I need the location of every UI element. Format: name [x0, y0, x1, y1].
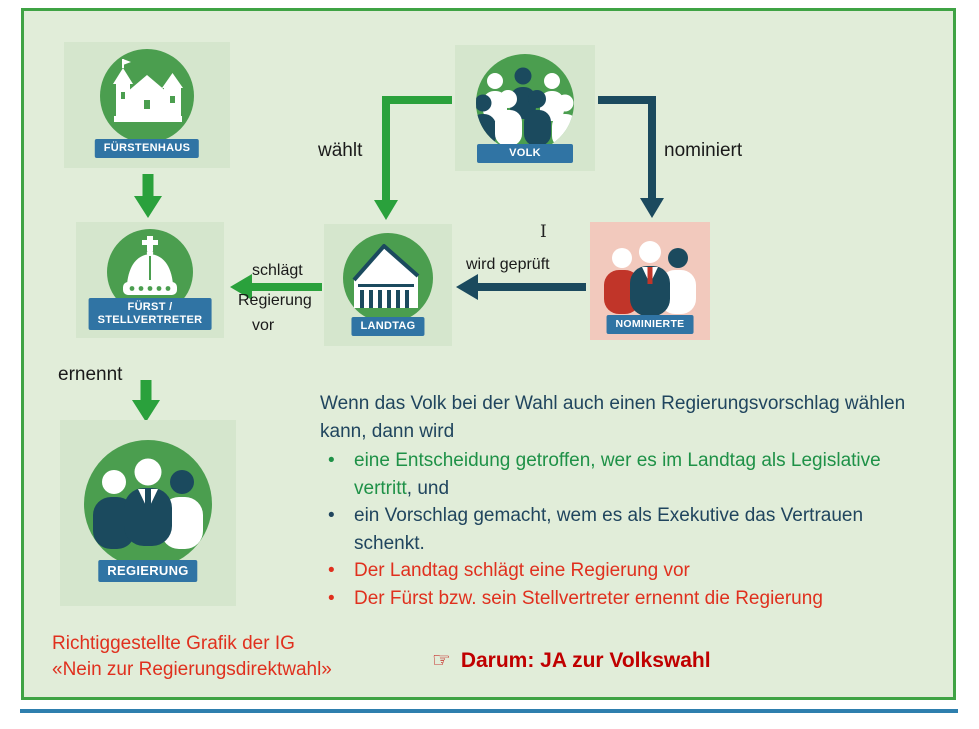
explanation-intro: Wenn das Volk bei der Wahl auch einen Re…	[320, 393, 906, 442]
node-label-volk: VOLK	[477, 143, 573, 163]
bottom-divider	[20, 709, 958, 713]
node-volk: VOLK	[455, 45, 595, 171]
node-label-nominierte: NOMINIERTE	[606, 315, 694, 334]
bullet-text: eine Entscheidung getroffen, wer es im L…	[354, 450, 881, 499]
credit-text: Richtiggestellte Grafik der IG «Nein zur…	[52, 631, 332, 682]
edge-label-waehlt: wählt	[318, 140, 363, 161]
edge-label-schlaegt: schlägt	[252, 262, 303, 279]
list-item: Der Fürst bzw. sein Stellvertreter ernen…	[320, 585, 932, 613]
bullet-text: Der Fürst bzw. sein Stellvertreter ernen…	[354, 587, 823, 609]
edge-label-nominiert: nominiert	[664, 140, 743, 161]
pointing-hand-icon: ☞	[432, 649, 451, 672]
node-nominierte: NOMINIERTE	[590, 222, 710, 340]
bullet-text: ein Vorschlag gemacht, wem es als Exekut…	[354, 505, 864, 554]
edge-label-regierung: Regierung	[238, 292, 312, 309]
list-item: eine Entscheidung getroffen, wer es im L…	[320, 447, 932, 502]
bullet-text: Der Landtag schlägt eine Regierung vor	[354, 560, 690, 582]
crowd-icon	[476, 54, 574, 152]
government-people-icon	[84, 440, 212, 568]
edge-label-wird-geprueft: wird geprüft	[466, 256, 550, 273]
explanation-list: eine Entscheidung getroffen, wer es im L…	[320, 447, 932, 612]
bullet-suffix: , und	[406, 477, 450, 499]
credit-line1: Richtiggestellte Grafik der IG	[52, 633, 295, 654]
node-landtag: LANDTAG	[324, 224, 452, 346]
node-label-landtag: LANDTAG	[351, 316, 425, 336]
node-fuerstenhaus: FÜRSTENHAUS	[64, 42, 230, 168]
text-cursor-icon: I	[540, 222, 547, 242]
parliament-building-icon	[343, 233, 433, 323]
node-fuerst: FÜRST / STELLVERTRETER	[76, 222, 224, 338]
node-label-regierung: REGIERUNG	[98, 560, 198, 582]
edge-label-vor: vor	[252, 317, 275, 334]
credit-line2: «Nein zur Regierungsdirektwahl»	[52, 658, 332, 680]
nominees-people-icon	[604, 241, 696, 316]
node-regierung: REGIERUNG	[60, 420, 236, 606]
list-item: ein Vorschlag gemacht, wem es als Exekut…	[320, 502, 932, 557]
crown-icon	[107, 229, 193, 315]
node-label-fuerstenhaus: FÜRSTENHAUS	[94, 138, 200, 158]
castle-icon	[100, 49, 194, 143]
cta-text: ☞ Darum: JA zur Volkswahl	[432, 648, 711, 673]
list-item: Der Landtag schlägt eine Regierung vor	[320, 557, 932, 585]
node-label-fuerst-line2: STELLVERTRETER	[97, 313, 203, 326]
cta-label: Darum: JA zur Volkswahl	[460, 649, 711, 672]
edge-label-ernennt: ernennt	[58, 364, 123, 385]
node-label-fuerst-line1: FÜRST /	[127, 300, 173, 313]
explanation-block: Wenn das Volk bei der Wahl auch einen Re…	[320, 390, 932, 612]
node-label-fuerst: FÜRST / STELLVERTRETER	[88, 297, 212, 330]
